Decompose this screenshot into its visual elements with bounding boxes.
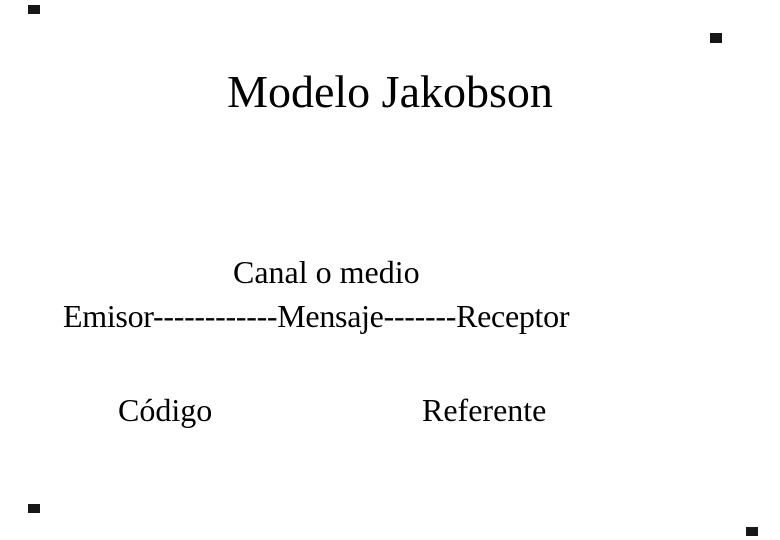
corner-mark-bottom-right bbox=[746, 527, 758, 536]
code-label: Código bbox=[118, 392, 213, 428]
corner-mark-top-right bbox=[710, 33, 722, 43]
receiver-label: Receptor bbox=[456, 298, 570, 334]
referent-label: Referente bbox=[422, 392, 547, 428]
corner-mark-top-left bbox=[28, 5, 40, 14]
slide-title: Modelo Jakobson bbox=[227, 66, 553, 117]
communication-line: Emisor------------Mensaje-------Receptor bbox=[63, 298, 570, 334]
corner-mark-bottom-left bbox=[28, 504, 40, 513]
message-label: Mensaje bbox=[277, 298, 384, 334]
message-receiver-connector: ------- bbox=[383, 298, 457, 334]
sender-label: Emisor bbox=[63, 298, 153, 334]
channel-label: Canal o medio bbox=[233, 254, 420, 290]
sender-message-connector: ------------ bbox=[153, 298, 278, 334]
